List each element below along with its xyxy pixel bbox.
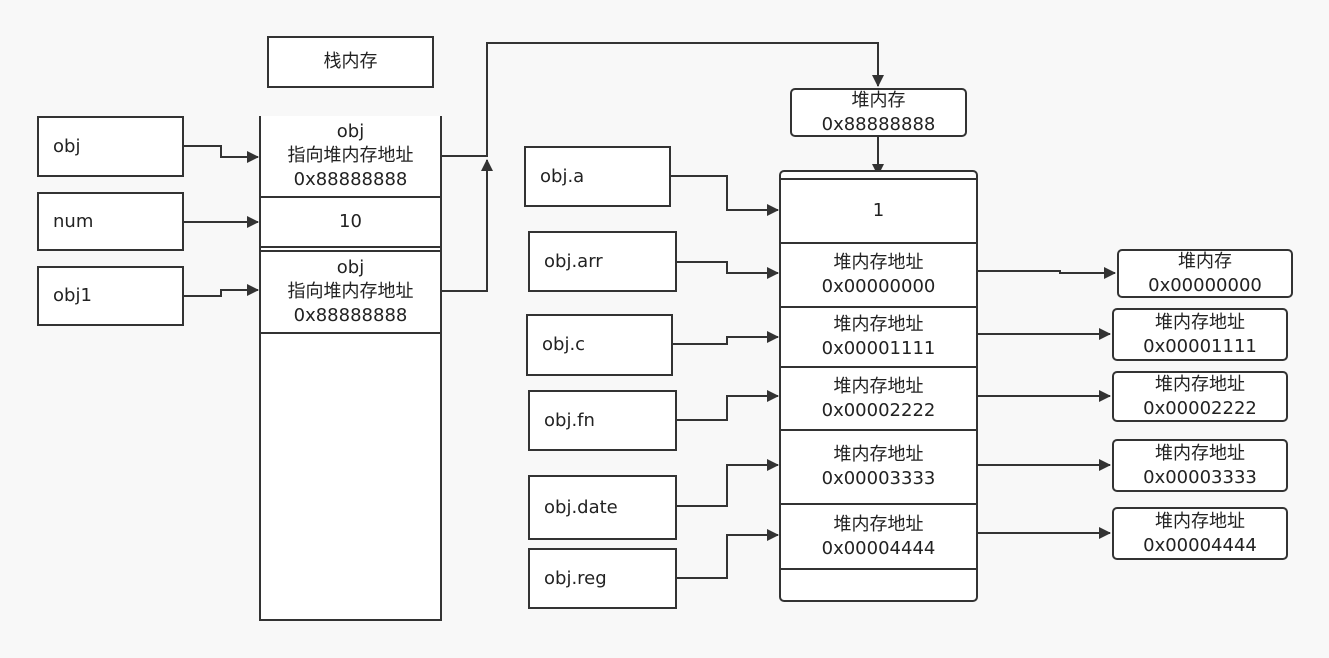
cell-line: 堆内存地址 [833,252,924,273]
cell-line: 指向堆内存地址 [287,145,414,166]
prop-obj-arr: obj.arr [528,231,677,292]
stack-var-obj1: obj1 [37,266,184,326]
cell-line: 堆内存地址 [833,314,924,335]
cell-line: 1 [872,200,885,221]
arrow-prop-arr [676,261,779,279]
arrow-cell-to-target-0 [978,267,1116,279]
target-heap-reg: 堆内存地址 0x00004444 [1112,507,1288,560]
cell-line: 堆内存地址 [833,375,924,397]
prop-obj-date: obj.date [528,475,677,540]
heap-cell-arr: 堆内存地址 0x00000000 [781,242,976,306]
heap-title: 堆内存 0x88888888 [790,88,967,137]
prop-label: obj.c [542,334,586,355]
cell-line: 堆内存地址 [833,513,924,535]
cell-line: 0x00004444 [821,537,936,559]
stack-cell-obj1: obj 指向堆内存地址 0x88888888 [261,250,440,334]
target-heap-c: 堆内存地址 0x00001111 [1112,308,1288,361]
arrow-prop-fn [676,390,779,421]
arrow-obj-to-cell [183,145,259,163]
heap-cell-a: 1 [781,178,976,242]
stack-title: 栈内存 [267,36,434,88]
arrow-prop-reg [676,529,779,579]
prop-label: obj.date [544,496,618,518]
stack-cell-num: 10 [261,196,440,248]
heap-cell-date: 堆内存地址 0x00003333 [781,429,976,503]
prop-label: obj.fn [544,409,595,431]
target-line: 0x00002222 [1143,397,1257,419]
stack-column: obj 指向堆内存地址 0x88888888 10 obj 指向堆内存地址 0x… [259,116,442,621]
target-heap-fn: 堆内存地址 0x00002222 [1112,371,1288,422]
target-heap-arr: 堆内存 0x00000000 [1117,249,1293,298]
target-line: 0x00000000 [1148,274,1262,296]
arrow-prop-a [670,175,779,216]
prop-label: obj.reg [544,567,607,589]
cell-line: 堆内存地址 [833,444,924,465]
stack-var-label: num [53,210,94,232]
heap-table: 1 堆内存地址 0x00000000 堆内存地址 0x00001111 堆内存地… [779,170,978,602]
stack-title-text: 栈内存 [323,51,378,72]
cell-line: 0x00000000 [821,276,936,297]
cell-line: 10 [339,211,362,232]
heap-title-line: 0x88888888 [821,113,936,135]
cell-line: 0x88888888 [293,305,408,326]
target-line: 堆内存 [1178,250,1232,272]
stack-cell-obj: obj 指向堆内存地址 0x88888888 [261,116,440,198]
cell-line: 0x00001111 [821,338,936,359]
prop-label: obj.a [540,165,585,187]
target-line: 堆内存地址 [1155,373,1245,395]
arrow-prop-c [672,331,779,345]
arrow-obj1-to-cell [183,284,259,297]
prop-obj-reg: obj.reg [528,548,677,609]
target-line: 堆内存地址 [1155,510,1245,532]
cell-line: 0x00003333 [821,468,936,489]
heap-cell-c: 堆内存地址 0x00001111 [781,306,976,366]
cell-line: 0x88888888 [293,169,408,190]
arrow-obj-cell-to-heap [441,42,884,157]
stack-var-label: obj [53,135,81,157]
target-line: 0x00003333 [1143,466,1257,488]
prop-label: obj.arr [544,250,603,272]
target-line: 堆内存地址 [1155,442,1245,464]
cell-line: 0x00002222 [821,399,936,421]
heap-cell-reg: 堆内存地址 0x00004444 [781,503,976,568]
prop-obj-c: obj.c [526,314,673,376]
stack-var-label: obj1 [53,285,92,306]
target-line: 0x00001111 [1143,335,1257,357]
stack-var-num: num [37,192,184,251]
arrow-prop-date [676,459,779,507]
stack-var-obj: obj [37,116,184,177]
target-line: 堆内存地址 [1155,311,1245,333]
heap-cell-empty [781,568,976,600]
prop-obj-a: obj.a [524,146,671,207]
cell-line: obj [336,257,365,278]
heap-cell-fn: 堆内存地址 0x00002222 [781,366,976,429]
cell-line: 指向堆内存地址 [287,281,414,302]
prop-obj-fn: obj.fn [528,390,677,451]
cell-line: obj [336,121,365,142]
arrow-obj1-cell-to-heap [441,159,493,292]
target-line: 0x00004444 [1143,534,1257,556]
target-heap-date: 堆内存地址 0x00003333 [1112,439,1288,492]
heap-title-line: 堆内存 [851,89,906,111]
